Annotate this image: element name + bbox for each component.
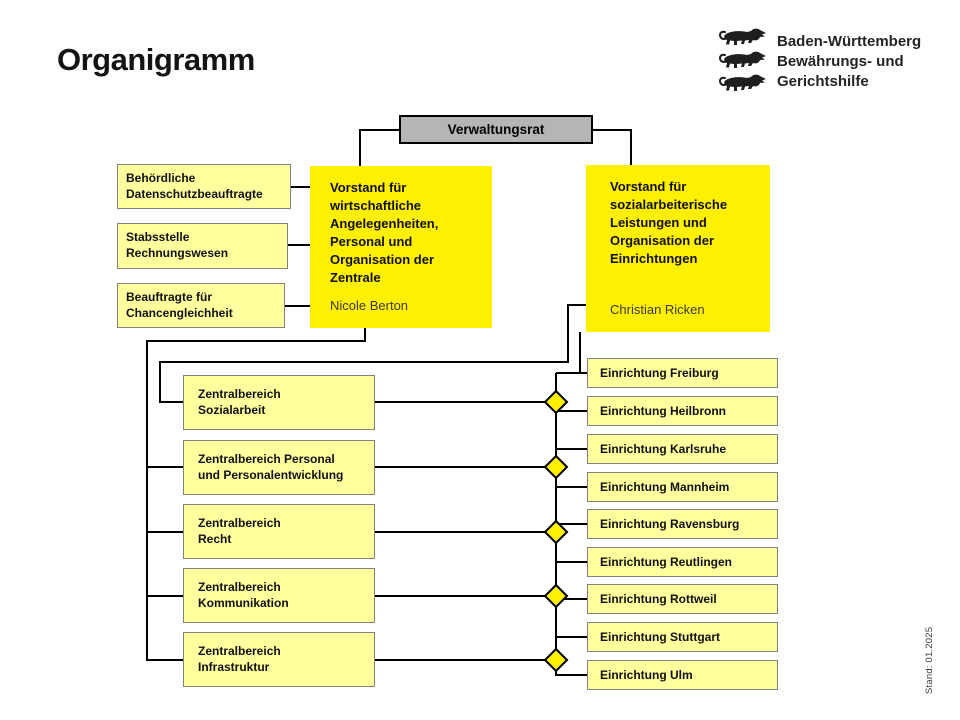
facility-label: Einrichtung Reutlingen xyxy=(600,555,732,569)
central-unit-label: Zentralbereich Kommunikation xyxy=(198,579,289,610)
matrix-diamond xyxy=(543,389,569,415)
facility-label: Einrichtung Ulm xyxy=(600,668,693,682)
matrix-diamond xyxy=(543,583,569,609)
facility-box: Einrichtung Freiburg xyxy=(587,358,778,388)
person-name: Christian Ricken xyxy=(610,302,705,318)
left-trunk xyxy=(146,328,366,661)
board-box-economic: Vorstand für wirtschaftliche Angelegenhe… xyxy=(310,166,492,328)
facility-label: Einrichtung Heilbronn xyxy=(600,404,726,418)
logo-org-name: Baden-Württemberg Bewährungs- und Gerich… xyxy=(777,33,922,90)
staff-unit-box: Behördliche Datenschutzbeauftragte xyxy=(117,164,291,209)
root-right-connector xyxy=(593,129,632,165)
bw-lions-emblem xyxy=(718,28,766,93)
central-unit-label: Zentralbereich Infrastruktur xyxy=(198,643,281,674)
central-unit-box: Zentralbereich Sozialarbeit xyxy=(183,375,375,430)
central-unit-box: Zentralbereich Kommunikation xyxy=(183,568,375,623)
staff-unit-box: Beauftragte für Chancengleichheit xyxy=(117,283,285,328)
central-unit-box: Zentralbereich Infrastruktur xyxy=(183,632,375,687)
facility-label: Einrichtung Ravensburg xyxy=(600,517,740,531)
staff-unit-label: Behördliche Datenschutzbeauftragte xyxy=(126,170,263,201)
facility-label: Einrichtung Freiburg xyxy=(600,366,719,380)
person-name: Nicole Berton xyxy=(330,298,409,314)
social-board-feeder xyxy=(159,304,586,403)
facility-box: Einrichtung Heilbronn xyxy=(587,396,778,426)
facility-box: Einrichtung Karlsruhe xyxy=(587,434,778,464)
facility-label: Einrichtung Stuttgart xyxy=(600,630,720,644)
staff-unit-label: Stabsstelle Rechnungswesen xyxy=(126,230,229,260)
bw-lion-icon xyxy=(719,51,766,68)
central-unit-box: Zentralbereich Personal und Personalentw… xyxy=(183,440,375,495)
facility-box: Einrichtung Mannheim xyxy=(587,472,778,502)
page-title: Organigramm xyxy=(57,42,255,77)
central-unit-box: Zentralbereich Recht xyxy=(183,504,375,559)
facility-box: Einrichtung Ulm xyxy=(587,660,778,690)
central-unit-label: Zentralbereich Personal und Personalentw… xyxy=(198,451,344,482)
facility-box: Einrichtung Ravensburg xyxy=(587,509,778,539)
staff-unit-box: Stabsstelle Rechnungswesen xyxy=(117,223,288,269)
bw-lion-icon xyxy=(719,28,766,45)
facility-label: Einrichtung Rottweil xyxy=(600,592,717,606)
facility-box: Einrichtung Stuttgart xyxy=(587,622,778,652)
facility-label: Einrichtung Karlsruhe xyxy=(600,442,727,456)
central-unit-label: Zentralbereich Sozialarbeit xyxy=(198,386,281,417)
verwaltungsrat-box: Verwaltungsrat xyxy=(399,115,593,144)
board-title: Vorstand für sozialarbeiterische Leistun… xyxy=(610,179,728,266)
board-title: Vorstand für wirtschaftliche Angelegenhe… xyxy=(330,180,439,285)
verwaltungsrat-label: Verwaltungsrat xyxy=(447,122,545,137)
facility-box: Einrichtung Rottweil xyxy=(587,584,778,614)
bw-lion-icon xyxy=(719,74,766,91)
root-left-connector xyxy=(359,129,399,166)
matrix-diamond xyxy=(543,454,569,480)
facility-label: Einrichtung Mannheim xyxy=(600,480,730,494)
matrix-diamond xyxy=(543,647,569,673)
board-box-social: Vorstand für sozialarbeiterische Leistun… xyxy=(586,165,770,332)
bw-logo: Baden-Württemberg Bewährungs- und Gerich… xyxy=(718,28,921,93)
facility-box: Einrichtung Reutlingen xyxy=(587,547,778,577)
staff-unit-label: Beauftragte für Chancengleichheit xyxy=(126,289,233,320)
central-unit-label: Zentralbereich Recht xyxy=(198,515,281,546)
stand-note: Stand: 01.2025 xyxy=(924,626,935,694)
matrix-diamond xyxy=(543,519,569,545)
